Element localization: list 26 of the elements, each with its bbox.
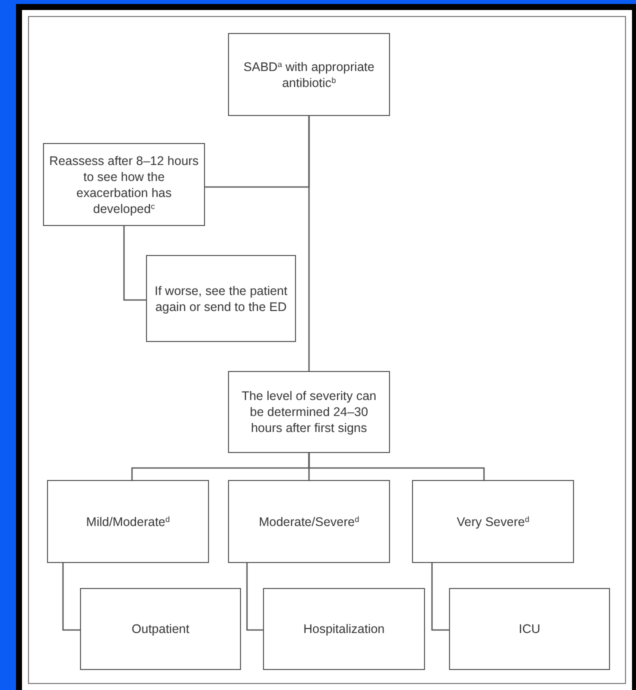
box-text: Reassess after 8–12 hours to see how the exacerbation has developed$^{c}$: [48, 152, 200, 216]
box-text: SABD$^{a}$ with appropriate antibiotic$^{b}$: [242, 58, 376, 90]
process-box: [80, 588, 241, 670]
connector-line: [308, 116, 310, 371]
process-box: [449, 588, 610, 670]
connector-line: [431, 563, 449, 631]
box-text: Outpatient: [132, 621, 190, 637]
box-text: Mild/Moderate$^{d}$: [86, 514, 170, 530]
process-box: [412, 480, 574, 563]
process-box: [228, 33, 390, 116]
box-text: The level of severity can be determined 24–30 hours after first signs: [240, 388, 378, 436]
connector-line: [246, 563, 263, 631]
connector-line: [308, 453, 485, 480]
box-text: Moderate/Severe$^{d}$: [258, 514, 360, 530]
box-text: If worse, see the patient again or send to the ED: [154, 282, 288, 314]
process-box: [228, 480, 390, 563]
box-text: Hospitalization: [303, 621, 385, 637]
process-box: [263, 588, 425, 670]
connector-line: [62, 563, 80, 631]
process-box: [228, 371, 390, 453]
process-box: [43, 143, 205, 226]
box-text: Very Severe$^{d}$: [456, 514, 530, 530]
box-text: ICU: [518, 621, 540, 637]
process-box: [47, 480, 209, 563]
connector-line: [123, 226, 146, 301]
process-box: [146, 255, 296, 342]
